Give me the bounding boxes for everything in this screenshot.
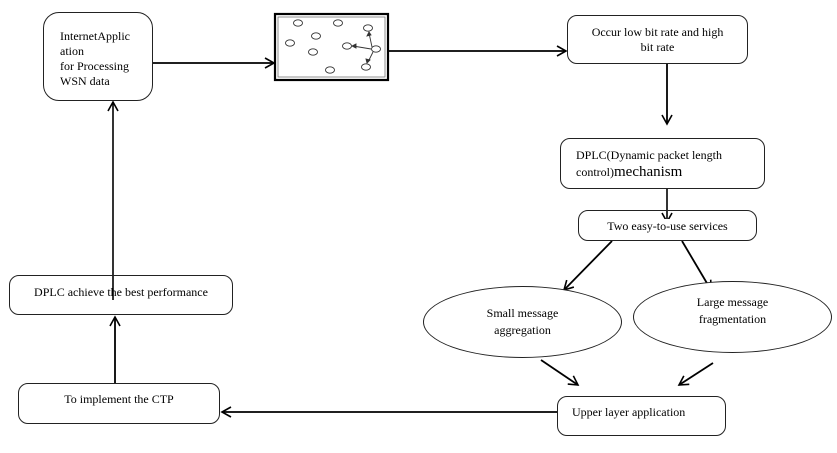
sensor-node: [361, 63, 371, 71]
services-label: Two easy-to-use services: [607, 219, 728, 233]
services-box: Two easy-to-use services: [578, 210, 757, 241]
sink-node: [371, 45, 381, 53]
internet-app-line-1: InternetApplic: [60, 29, 130, 43]
internet-app-line-3: for Processing: [60, 59, 129, 73]
sensor-node: [363, 24, 373, 32]
dplc-mechanism-box: DPLC(Dynamic packet length control)mecha…: [560, 138, 765, 189]
small-msg-line-2: aggregation: [494, 323, 551, 337]
bit-rate-line-1: Occur low bit rate and high: [591, 25, 724, 39]
large-message-ellipse: Large message fragmentation: [633, 281, 832, 353]
upper-layer-box: Upper layer application: [557, 396, 726, 436]
sensor-node: [311, 32, 321, 40]
small-message-ellipse: Small message aggregation: [423, 286, 622, 358]
large-msg-line-1: Large message: [696, 295, 769, 309]
ctp-box: To implement the CTP: [18, 383, 220, 424]
sensor-network-icon: [285, 19, 381, 74]
dplc-line-2a: control): [576, 165, 614, 179]
large-msg-line-2: fragmentation: [698, 312, 767, 326]
sensor-node: [325, 66, 335, 74]
internet-app-line-2: ation: [60, 44, 84, 58]
small-msg-line-1: Small message: [486, 306, 559, 320]
upper-layer-label: Upper layer application: [572, 405, 686, 419]
bit-rate-box: Occur low bit rate and high bit rate: [567, 15, 748, 64]
arrow-large-to-upper: [677, 362, 714, 386]
sensor-node: [285, 39, 295, 47]
arrow-services-to-small: [562, 240, 613, 292]
best-performance-box: DPLC achieve the best performance: [9, 275, 233, 315]
sensor-node: [342, 42, 352, 50]
dplc-line-2: control)mechanism: [576, 164, 764, 181]
internet-app-line-4: WSN data: [60, 74, 110, 88]
sensor-node: [333, 19, 343, 27]
bit-rate-line-2: bit rate: [640, 40, 675, 54]
ctp-label: To implement the CTP: [64, 392, 174, 406]
internet-application-box: InternetApplic ation for Processing WSN …: [43, 12, 153, 101]
arrow-small-to-upper: [540, 359, 580, 386]
best-performance-label: DPLC achieve the best performance: [34, 285, 208, 299]
sensor-node: [293, 19, 303, 27]
dplc-line-2b: mechanism: [614, 164, 683, 180]
wsn-network-box: [273, 12, 390, 82]
sensor-node: [308, 48, 318, 56]
dplc-line-1: DPLC(Dynamic packet length: [576, 148, 722, 162]
